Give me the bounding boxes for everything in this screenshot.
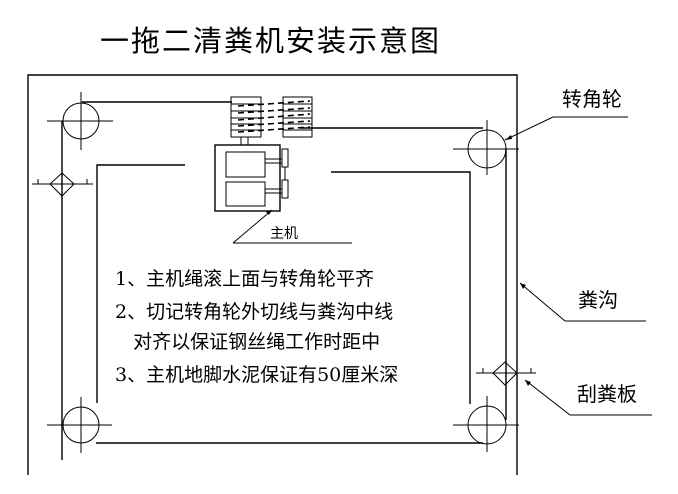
inner-trench-line-right [331,171,471,404]
corner-wheel-bottom-right [453,396,519,452]
motor-lower [225,181,266,207]
label-manure-trench: 粪沟 [578,288,618,312]
corner-wheel-bottom-left [47,397,112,453]
label-main-machine: 主机 [270,226,298,242]
corner-wheel-top-left [47,92,113,150]
inner-trench-line [96,164,185,403]
leader-manure-trench [519,282,646,322]
leader-main-machine [232,209,352,244]
note-3: 3、主机地脚水泥保证有50厘米深 [115,364,398,386]
motor-upper [225,151,266,178]
installation-notes: 1、主机绳滚上面与转角轮平齐 2、切记转角轮外切线与粪沟中线 对齐以保证钢丝绳工… [115,268,398,386]
label-corner-wheel: 转角轮 [562,87,622,111]
note-2-continued: 对齐以保证钢丝绳工作时距中 [115,331,380,353]
rope-drum-left [230,96,262,138]
label-scraper: 刮粪板 [577,382,637,406]
diagram-title: 一拖二清粪机安装示意图 [100,24,442,58]
scraper-board-right [476,361,536,386]
main-machine [214,137,289,212]
rope-drum-right [282,96,313,138]
leader-corner-wheel [504,116,628,141]
note-1: 1、主机绳滚上面与转角轮平齐 [115,268,374,290]
rope-windings [237,100,311,133]
note-2: 2、切记转角轮外切线与粪沟中线 [115,301,393,323]
leader-scraper [524,379,652,416]
outer-frame [27,74,518,475]
corner-wheel-top-right [453,120,519,175]
scraper-board-left [32,172,93,197]
